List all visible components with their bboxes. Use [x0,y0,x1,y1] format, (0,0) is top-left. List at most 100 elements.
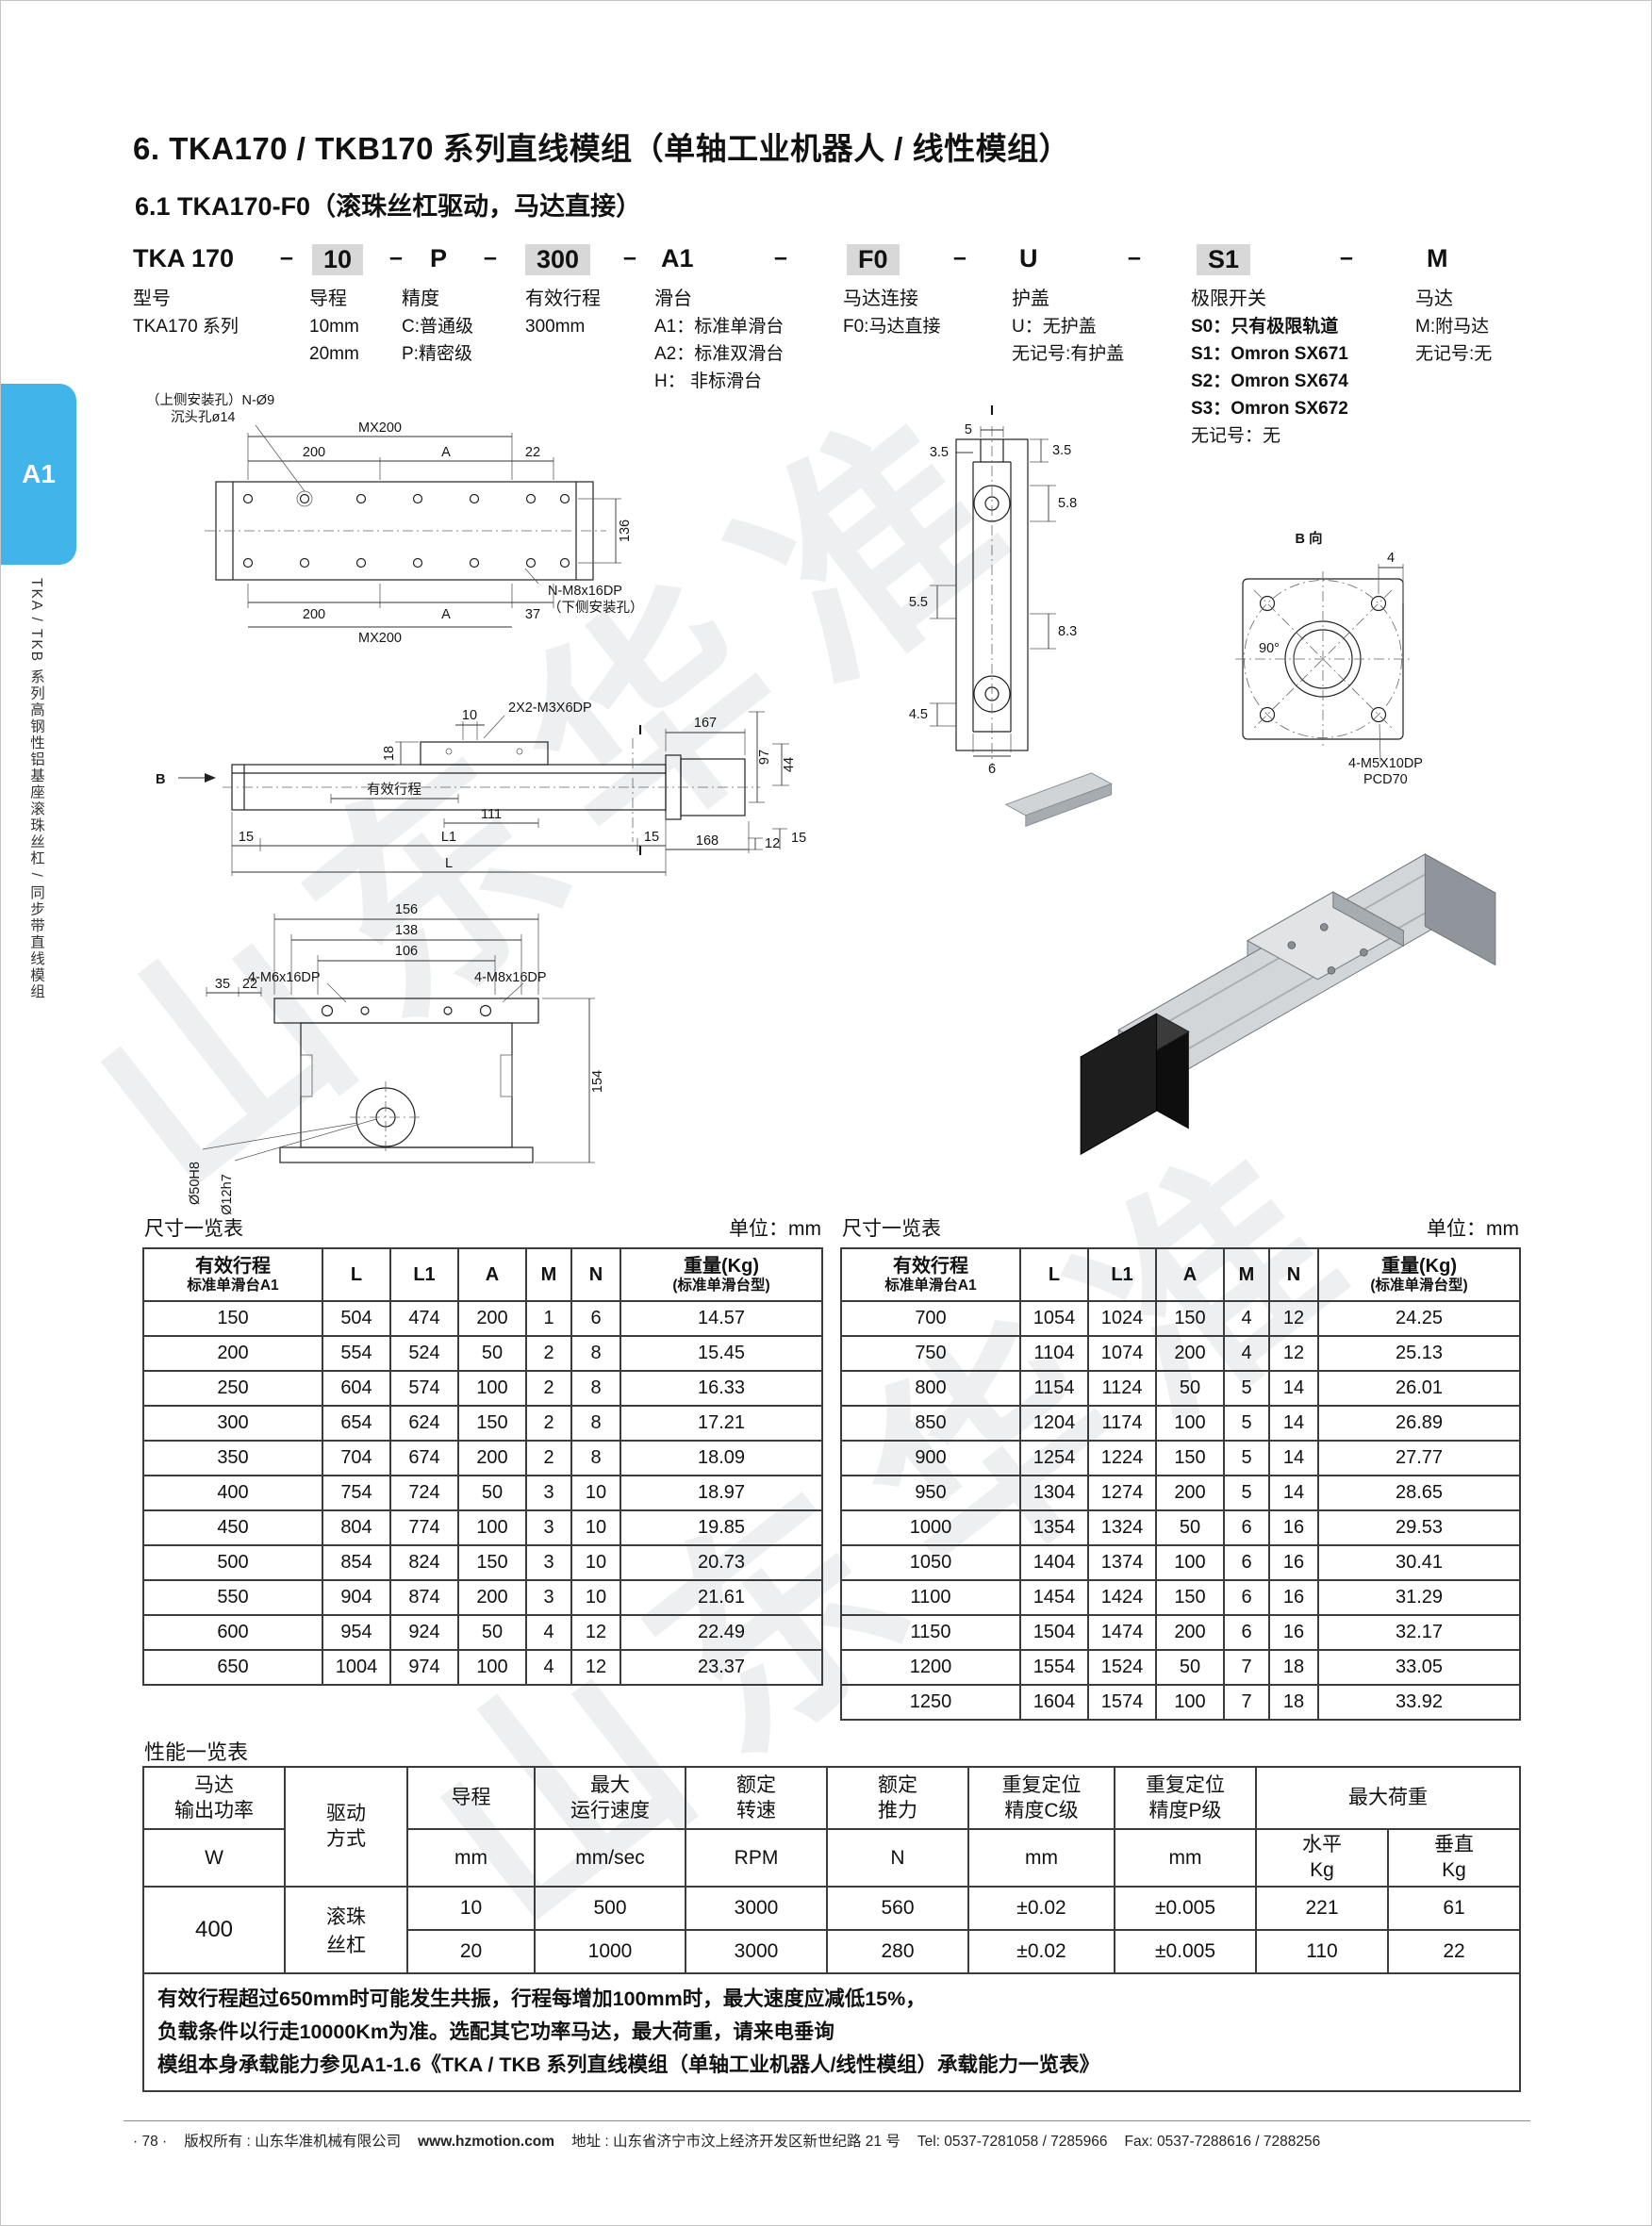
table-header-row: 有效行程标准单滑台A1 L L1 A M N 重量(Kg)(标准单滑台型) [142,1247,823,1302]
dim-label: 3.5 [1052,443,1071,458]
dim-label: MX200 [358,420,402,436]
drawing-geometry [202,914,595,1163]
dim-label: 200 [303,445,325,460]
model-code-segment: P [430,244,448,272]
table-caption: 尺寸一览表 [842,1218,941,1240]
legend-col-cover: 护盖 U：无护盖 无记号:有护盖 [1012,289,1125,364]
section-title: 6. TKA170 / TKB170 系列直线模组（单轴工业机器人 / 线性模组… [133,131,1071,166]
dim-label: 4-M8x16DP [474,970,547,985]
dim-label: 5 [965,422,972,437]
table-header-row: 马达输出功率 驱动方式 导程 最大运行速度 额定转速 额定推力 重复定位精度C级… [142,1766,1521,1888]
dim-label: 沉头孔ø14 [171,409,236,425]
dim-label: A [441,607,451,622]
table-header-row: 有效行程标准单滑台A1 L L1 A M N 重量(Kg)(标准单滑台型) [840,1247,1521,1302]
legend-col-motor: 马达 M:附马达 无记号:无 [1415,289,1493,364]
model-code-segment: F0 [847,244,900,275]
unit-label: 单位：mm [1427,1218,1519,1240]
dim-label: 4 [1387,551,1395,566]
dim-label: 6 [988,762,996,777]
dim-label: （上侧安装孔）N-Ø9 [146,392,274,408]
dim-label: 111 [481,807,502,822]
dim-label: 12 [765,836,780,851]
drawing-geometry [1235,564,1411,763]
model-code-segment: 300 [525,244,591,275]
model-code-segment: S1 [1197,244,1251,275]
drawing-geometry [930,426,1056,767]
model-code-separator: – [774,244,787,271]
note-line: 模组本身承载能力参见A1-1.6《TKA / TKB 系列直线模组（单轴工业机器… [157,2053,1099,2076]
notes-box: 有效行程超过650mm时可能发生共振，行程每增加100mm时，最大速度应减低15… [142,1971,1521,2092]
dim-label: Ø50H8 [188,1162,203,1205]
legend-col-slider: 滑台 A1：标准单滑台 A2：标准双滑台 H： 非标滑台 [654,289,785,391]
dim-label: 156 [395,902,418,917]
address-text: 地址 : 山东省济宁市汶上经济开发区新世纪路 21 号 [571,2134,900,2150]
website-url: www.hzmotion.com [418,2134,555,2150]
dim-label: 200 [303,607,325,622]
view-label: B 向 [1296,530,1323,547]
dim-label: 5.5 [909,595,928,610]
dim-label: （下侧安装孔） [548,600,644,616]
side-view-drawing: B 10 18 2X2-M3X6DP 167 I I 97 44 有效行程 11… [156,701,806,876]
section-marker: I [638,844,642,859]
dim-label: 138 [395,923,418,938]
dim-label: 167 [694,716,717,731]
dim-label: 4.5 [909,707,928,722]
note-line: 有效行程超过650mm时可能发生共振，行程每增加100mm时，最大速度应减低15… [157,1987,926,2010]
drawing-geometry [205,424,621,628]
drawing-geometry [178,711,789,876]
product-render [1004,772,1496,1156]
model-code-separator: – [280,244,293,271]
dim-label: 168 [696,833,719,849]
dim-label: N-M8x16DP [548,584,622,599]
dim-label: 106 [395,944,418,959]
section-title: I [990,404,994,419]
model-code-segment: U [1019,244,1038,272]
unit-label: 单位：mm [729,1218,821,1240]
model-code-separator: – [623,244,636,271]
dim-label: 有效行程 [367,782,421,798]
dim-label: 15 [239,830,254,845]
dim-label: 2X2-M3X6DP [508,701,592,716]
legend-col-limit-switch: 极限开关 S0：只有极限轨道 S1：Omron SX671 S2：Omron S… [1191,289,1348,446]
section-marker: I [638,723,642,738]
model-code-segment: 10 [312,244,364,275]
dim-label: A [441,445,451,460]
sidebar-series-label: TKA / TKB 系列高钢性铝基座滚珠丝杠 / 同步带直线模组 [28,578,44,1000]
subsection-title: 6.1 TKA170-F0（滚珠丝杠驱动，马达直接） [135,192,642,221]
dim-label: MX200 [358,631,402,646]
model-code-segment: TKA 170 [133,244,235,272]
dim-label: 154 [590,1070,605,1093]
dim-label: 22 [242,977,257,992]
page-number: · 78 · [133,2134,168,2150]
dim-label: L [445,856,453,871]
dim-label: 37 [525,607,540,622]
fax-text: Fax: 0537-7288616 / 7288256 [1124,2134,1321,2150]
dim-label: 4-M5X10DP [1348,756,1423,771]
dim-label: 18 [382,746,397,761]
footer: · 78 · 版权所有 : 山东华准机械有限公司 www.hzmotion.co… [133,2130,1320,2151]
model-code-separator: – [953,244,966,271]
model-code-separator: – [1128,244,1141,271]
legend-col-model: 型号 TKA170 系列 [133,289,239,337]
model-code-segment: M [1427,244,1448,272]
legend-col-accuracy: 精度 C:普通级 P:精密级 [402,289,474,364]
footer-divider [124,2120,1530,2121]
